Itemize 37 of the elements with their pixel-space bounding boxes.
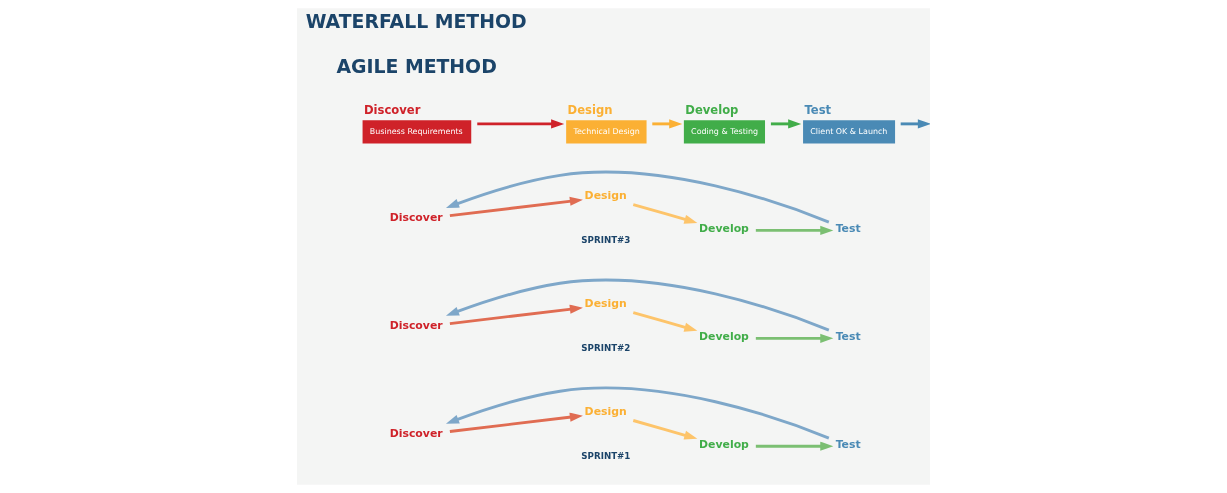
node-text: Develop <box>699 330 749 344</box>
arrow <box>755 333 834 343</box>
arrow <box>632 419 698 440</box>
node-label: Test <box>804 103 832 118</box>
arrow <box>755 225 834 235</box>
label: SPRINT#2 <box>581 342 631 353</box>
label: SPRINT#3 <box>581 234 631 245</box>
node-text: Test <box>835 438 861 452</box>
arrow <box>449 196 583 218</box>
arrow <box>445 278 830 332</box>
label: WATERFALL METHOD <box>305 11 527 33</box>
node-text: Discover <box>389 211 443 225</box>
label: AGILE METHOD <box>336 56 497 78</box>
arrow <box>652 119 683 129</box>
arrow <box>755 441 834 451</box>
arrow <box>445 170 830 224</box>
arrow <box>632 203 698 224</box>
node-label: Discover <box>364 103 421 118</box>
node-text: Develop <box>699 222 749 236</box>
arrow <box>632 311 698 332</box>
node-text: Design <box>584 188 627 202</box>
arrow <box>770 119 802 129</box>
node-text: Test <box>835 330 861 344</box>
arrow <box>449 412 583 433</box>
node-text: Design <box>584 296 627 310</box>
arrow <box>449 304 583 326</box>
node-text: Design <box>584 404 627 418</box>
arrow <box>445 386 830 440</box>
node-text: Discover <box>389 427 443 441</box>
node-label: Develop <box>685 103 739 118</box>
arrow <box>477 119 565 129</box>
arrow <box>900 119 930 129</box>
node-text: Discover <box>389 319 443 333</box>
node-label: Design <box>567 103 613 118</box>
node-text: Test <box>835 222 861 236</box>
label: SPRINT#1 <box>581 450 631 461</box>
node-text: Develop <box>699 438 749 452</box>
